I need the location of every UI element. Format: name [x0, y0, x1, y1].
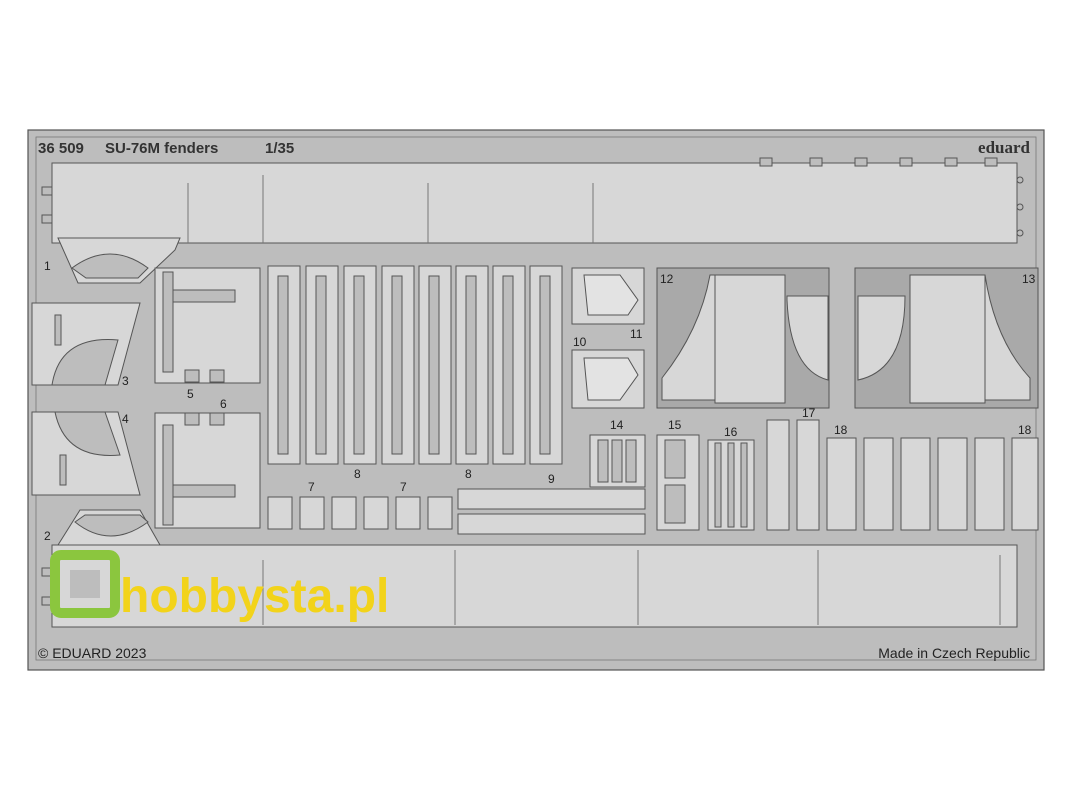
watermark-text: hobbysta.pl — [120, 570, 389, 623]
part-label-1: 1 — [44, 259, 51, 273]
watermark-logo-icon — [50, 550, 120, 618]
part-bottom-fender — [41, 509, 1018, 628]
part-label-16: 16 — [724, 425, 738, 439]
part-label-7a: 7 — [308, 480, 315, 494]
part-label-14: 14 — [610, 418, 624, 432]
part-label-18a: 18 — [834, 423, 848, 437]
part-label-17: 17 — [802, 406, 816, 420]
copyright-text: © EDUARD 2023 — [38, 645, 147, 661]
part-label-4: 4 — [122, 412, 129, 426]
part-9-chain — [457, 488, 646, 535]
part-top-fender — [41, 157, 1024, 284]
part-label-18b: 18 — [1018, 423, 1032, 437]
part-13 — [854, 267, 1039, 409]
part-label-9: 9 — [548, 472, 555, 486]
part-5 — [154, 267, 261, 384]
part-15 — [656, 434, 700, 531]
part-label-8a: 8 — [354, 467, 361, 481]
part-label-12: 12 — [660, 272, 674, 286]
part-6 — [154, 412, 261, 529]
part-label-8b: 8 — [465, 467, 472, 481]
part-7-clips — [267, 496, 453, 530]
part-label-11: 11 — [630, 327, 643, 341]
part-label-15: 15 — [668, 418, 682, 432]
part-label-10: 10 — [573, 335, 587, 349]
brand-logo: eduard — [978, 138, 1031, 157]
kit-scale: 1/35 — [265, 140, 294, 157]
part-label-13: 13 — [1022, 272, 1036, 286]
part-label-2: 2 — [44, 529, 51, 543]
part-label-5: 5 — [187, 387, 194, 401]
part-3 — [31, 302, 141, 386]
part-18-strips — [826, 437, 1039, 531]
part-14 — [589, 434, 646, 488]
part-label-7b: 7 — [400, 480, 407, 494]
kit-code: 36 509 — [38, 140, 84, 157]
part-10-11 — [571, 267, 645, 409]
part-8-strips — [267, 265, 563, 465]
kit-title: SU-76M fenders — [105, 140, 218, 157]
part-label-6: 6 — [220, 397, 227, 411]
part-17 — [766, 419, 820, 531]
part-label-3: 3 — [122, 374, 129, 388]
part-4 — [31, 411, 141, 496]
part-12 — [656, 267, 830, 409]
origin-text: Made in Czech Republic — [878, 645, 1030, 661]
part-16 — [707, 439, 755, 531]
